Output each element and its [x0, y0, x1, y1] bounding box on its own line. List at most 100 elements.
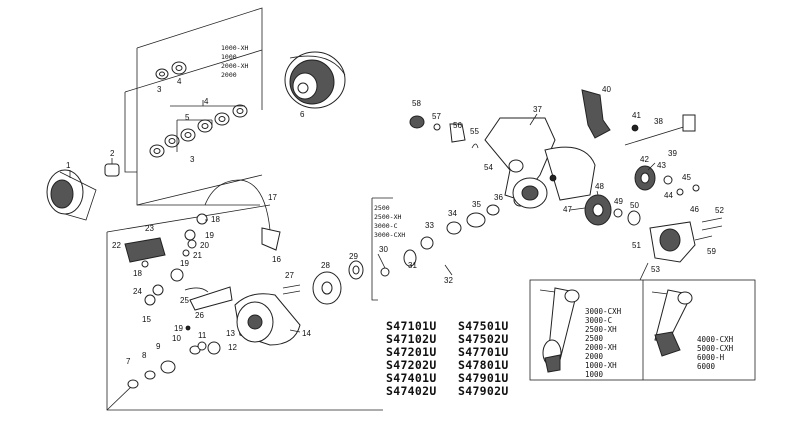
callout-18: 18	[133, 269, 142, 278]
callout-7: 7	[126, 357, 131, 366]
screws-52	[694, 217, 723, 241]
bail-plate	[124, 237, 166, 263]
callout-33: 33	[425, 221, 434, 230]
callout-32: 32	[444, 276, 453, 285]
callout-41: 41	[632, 111, 641, 120]
callout-59: 59	[707, 247, 716, 256]
callout-47: 47	[563, 205, 572, 214]
callout-30: 30	[379, 245, 388, 254]
spool-size-1: 1000-XH	[221, 44, 248, 52]
rotor-assembly	[234, 293, 301, 346]
small-parts-bottom	[127, 325, 221, 389]
handle-a-size-3: 2500-XH	[585, 325, 617, 334]
bail-wire	[204, 179, 271, 231]
callout-52: 52	[715, 206, 724, 215]
washer-part-2	[104, 163, 120, 177]
callout-26: 26	[195, 311, 204, 320]
reel-body	[484, 117, 596, 209]
handle-b-size-1: 4000-CXH	[697, 335, 734, 344]
small-parts-left	[141, 213, 233, 311]
callout-12: 12	[228, 343, 237, 352]
callout-57: 57	[432, 112, 441, 121]
handle-a-size-1: 3000-CXH	[585, 307, 622, 316]
model-code-l2: S47102U	[386, 332, 437, 346]
handle-a-size-5: 2000-XH	[585, 343, 617, 352]
spool-size-3: 2000-XH	[221, 62, 248, 70]
callout-45: 45	[682, 173, 691, 182]
callout-28: 28	[321, 261, 330, 270]
model-code-l6: S47402U	[386, 384, 437, 398]
bearing-50	[627, 210, 641, 226]
handle-b-size-3: 6000-H	[697, 353, 725, 362]
main-shaft	[624, 114, 696, 146]
handle-a-size-4: 2500	[585, 334, 604, 343]
callout-51: 51	[632, 241, 641, 250]
callout-1: 1	[66, 161, 71, 170]
callout-29: 29	[349, 252, 358, 261]
callout-19b: 19	[174, 324, 183, 333]
callout-49: 49	[614, 197, 623, 206]
washer-row	[149, 100, 248, 158]
body-group-frame	[106, 204, 383, 411]
washer-43	[663, 175, 673, 185]
spool-size-list: 1000-XH 1000 2000-XH 2000	[221, 44, 248, 79]
callout-17: 17	[268, 193, 277, 202]
shim-size-box: 2500 2500-XH 3000-C 3000-CXH	[371, 197, 405, 301]
callout-40: 40	[602, 85, 611, 94]
shim-size-3: 3000-C	[374, 222, 398, 230]
model-code-r4: S47801U	[458, 358, 509, 372]
callout-39: 39	[668, 149, 677, 158]
callout-22: 22	[112, 241, 121, 250]
callout-13: 13	[226, 329, 235, 338]
side-cover	[581, 89, 611, 139]
handle-a-size-2: 3000-C	[585, 316, 612, 325]
callout-44: 44	[664, 191, 673, 200]
callout-54: 54	[484, 163, 493, 172]
spool-size-4: 2000	[221, 71, 237, 79]
callout-48: 48	[595, 182, 604, 191]
handle-a-size-6: 2000	[585, 352, 604, 361]
callout-19: 19	[180, 259, 189, 268]
callout-27: 27	[285, 271, 294, 280]
model-code-r5: S47901U	[458, 371, 509, 385]
callout-3: 3	[190, 155, 195, 164]
callout-5: 5	[185, 113, 190, 122]
model-code-r2: S47502U	[458, 332, 509, 346]
callout-58: 58	[412, 99, 421, 108]
screw-41	[631, 124, 639, 132]
handle-a-size-8: 1000	[585, 370, 604, 379]
callout-16: 16	[272, 255, 281, 264]
callout-14: 14	[302, 329, 311, 338]
callout-4: 4	[177, 77, 182, 86]
callout-56: 56	[453, 121, 462, 130]
callout-43: 43	[657, 161, 666, 170]
callout-18: 18	[211, 215, 220, 224]
body-cover-51	[649, 221, 696, 263]
callout-34: 34	[448, 209, 457, 218]
callout-55: 55	[470, 127, 479, 136]
callout-38: 38	[654, 117, 663, 126]
rotor-disc	[312, 271, 342, 305]
spool-size-2: 1000	[221, 53, 237, 61]
bearing-29	[348, 260, 364, 280]
model-code-r6: S47902U	[458, 384, 509, 398]
handle-a	[539, 287, 580, 373]
shim-size-4: 3000-CXH	[374, 231, 405, 239]
callout-8: 8	[142, 351, 147, 360]
front-drag-knob	[46, 169, 97, 221]
shim-size-2: 2500-XH	[374, 213, 401, 221]
washers-top	[155, 61, 187, 80]
callout-6: 6	[300, 110, 305, 119]
washer-49	[613, 208, 623, 218]
model-code-list: S47101U S47102U S47201U S47202U S47401U …	[386, 319, 509, 398]
callout-9: 9	[156, 342, 161, 351]
callout-24: 24	[133, 287, 142, 296]
callout-numbers: 3 4 4 5 3 6 1 2 17 18 19 20 21 23 22 18 …	[66, 77, 724, 366]
handle-b-size-2: 5000-CXH	[697, 344, 734, 353]
callout-23: 23	[145, 224, 154, 233]
handle-a-size-7: 1000-XH	[585, 361, 617, 370]
callout-4: 4	[204, 97, 209, 106]
bail-arm	[261, 227, 281, 251]
callout-19: 19	[205, 231, 214, 240]
spool	[284, 51, 346, 109]
